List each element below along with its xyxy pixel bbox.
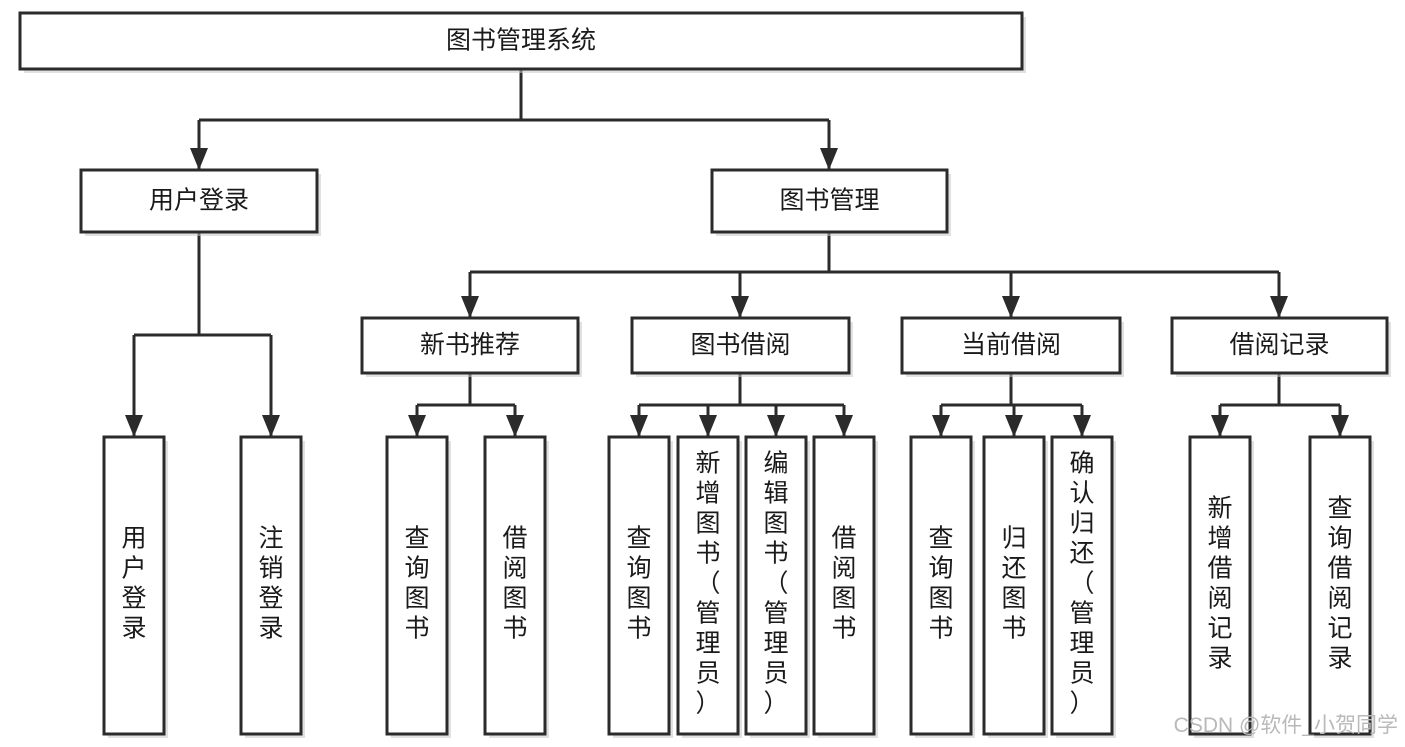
node-box[interactable] (385, 435, 449, 736)
node-box[interactable] (676, 435, 740, 736)
arrow-head-icon (1331, 415, 1349, 437)
node-l2_1[interactable]: 图书借阅 (630, 316, 853, 377)
node-label: 查询图书 (928, 525, 953, 643)
node-label: 借阅图书 (502, 525, 527, 643)
node-label: 用户登录 (121, 525, 146, 643)
node-box[interactable] (1188, 435, 1252, 736)
node-label: 编辑图书（管理员） (763, 450, 788, 718)
node-leaf_3[interactable]: 借阅图书 (483, 435, 549, 738)
edge-group-current-borrow-to-leaves (932, 373, 1091, 437)
edge-group-borrow-record-to-leaves (1211, 373, 1349, 437)
node-box[interactable] (982, 435, 1046, 736)
arrow-head-icon (767, 415, 785, 437)
node-label: 借阅图书 (831, 525, 856, 643)
node-box[interactable] (744, 435, 808, 736)
node-leaf_4[interactable]: 查询图书 (607, 435, 673, 738)
node-label: 注销登录 (258, 525, 283, 643)
csdn-watermark: CSDN @软件_小贺同学 (1174, 714, 1398, 737)
node-label: 新增借阅记录 (1207, 495, 1232, 673)
node-l1_0[interactable]: 用户登录 (79, 168, 321, 236)
node-label: 图书借阅 (690, 331, 790, 359)
node-box[interactable] (630, 316, 851, 375)
node-label: 归还图书 (1001, 525, 1026, 643)
node-box[interactable] (900, 316, 1122, 375)
node-leaf_0[interactable]: 用户登录 (102, 435, 168, 738)
edge-group-root-to-level1 (190, 69, 838, 170)
arrow-head-icon (461, 296, 479, 318)
node-label: 新增图书（管理员） (695, 450, 720, 718)
node-box[interactable] (909, 435, 973, 736)
node-leaf_2[interactable]: 查询图书 (385, 435, 451, 738)
node-leaf_5[interactable]: 新增图书（管理员） (676, 435, 742, 738)
node-box[interactable] (79, 168, 319, 234)
edge-group-new-book-to-leaves (408, 373, 524, 437)
arrow-head-icon (408, 415, 426, 437)
arrow-head-icon (1270, 296, 1288, 318)
node-label: 图书管理 (779, 187, 879, 215)
node-box[interactable] (812, 435, 876, 736)
node-box[interactable] (239, 435, 303, 736)
node-box[interactable] (1050, 435, 1114, 736)
node-label: 借阅记录 (1229, 331, 1329, 359)
arrow-head-icon (1073, 415, 1091, 437)
node-leaf_11[interactable]: 新增借阅记录 (1188, 435, 1254, 738)
node-l2_2[interactable]: 当前借阅 (900, 316, 1124, 377)
node-box[interactable] (1170, 316, 1389, 375)
node-label: 确认归还（管理员） (1069, 450, 1094, 718)
node-l2_0[interactable]: 新书推荐 (360, 316, 582, 377)
node-box[interactable] (607, 435, 671, 736)
arrow-head-icon (731, 296, 749, 318)
arrow-head-icon (630, 415, 648, 437)
arrow-head-icon (190, 148, 208, 170)
node-box[interactable] (483, 435, 547, 736)
node-leaf_8[interactable]: 查询图书 (909, 435, 975, 738)
arrow-head-icon (699, 415, 717, 437)
node-leaf_12[interactable]: 查询借阅记录 (1308, 435, 1374, 738)
edge-group-book-borrow-to-leaves (630, 373, 853, 437)
node-label: 查询图书 (626, 525, 651, 643)
node-box[interactable] (710, 168, 949, 234)
arrow-head-icon (932, 415, 950, 437)
node-box[interactable] (360, 316, 580, 375)
node-box[interactable] (18, 11, 1024, 71)
node-root[interactable]: 图书管理系统 (18, 11, 1026, 73)
node-layer: 图书管理系统用户登录图书管理新书推荐图书借阅当前借阅借阅记录用户登录注销登录查询… (18, 11, 1391, 738)
edge-group-user-login-to-leaves (125, 232, 280, 437)
arrow-head-icon (1005, 415, 1023, 437)
arrow-head-icon (835, 415, 853, 437)
node-leaf_6[interactable]: 编辑图书（管理员） (744, 435, 810, 738)
node-label: 新书推荐 (420, 331, 520, 359)
arrow-head-icon (506, 415, 524, 437)
node-leaf_9[interactable]: 归还图书 (982, 435, 1048, 738)
node-box[interactable] (1308, 435, 1372, 736)
node-l2_3[interactable]: 借阅记录 (1170, 316, 1391, 377)
arrow-head-icon (125, 415, 143, 437)
node-label: 查询借阅记录 (1327, 495, 1352, 673)
node-l1_1[interactable]: 图书管理 (710, 168, 951, 236)
node-box[interactable] (102, 435, 166, 736)
connector-layer (125, 69, 1349, 437)
arrow-head-icon (1211, 415, 1229, 437)
node-label: 查询图书 (404, 525, 429, 643)
node-label: 图书管理系统 (446, 27, 596, 55)
arrow-head-icon (820, 148, 838, 170)
arrow-head-icon (262, 415, 280, 437)
node-leaf_7[interactable]: 借阅图书 (812, 435, 878, 738)
arrow-head-icon (1002, 296, 1020, 318)
node-leaf_1[interactable]: 注销登录 (239, 435, 305, 738)
node-label: 当前借阅 (961, 331, 1061, 359)
edge-group-book-mgmt-to-level2 (461, 232, 1288, 318)
node-label: 用户登录 (149, 187, 249, 215)
node-leaf_10[interactable]: 确认归还（管理员） (1050, 435, 1116, 738)
